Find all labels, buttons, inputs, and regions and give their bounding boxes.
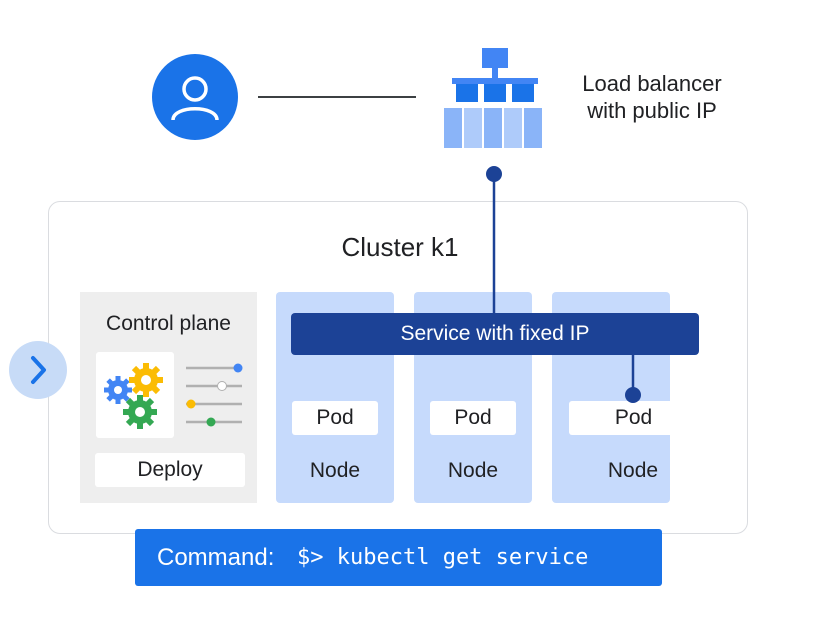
pod-1: Pod [292,401,378,435]
node-1-label: Node [309,459,361,482]
load-balancer-icon [444,48,542,148]
gears-card [96,352,174,438]
node-2-label: Node [447,459,499,482]
gears-icon [104,363,163,429]
command-label: Command: [157,544,275,571]
pod-3: Pod [569,401,698,435]
deploy-button[interactable]: Deploy [95,453,245,487]
cluster-title: Cluster k1 [341,232,459,262]
load-balancer-label-line2: with public IP [587,98,717,123]
node-3-label: Node [607,459,659,482]
user-icon [152,54,238,140]
command-code: $> kubectl get service [297,545,589,570]
next-slide-button[interactable] [9,341,67,399]
load-balancer-label: Load balancer with public IP [562,70,742,124]
pod-2: Pod [430,401,516,435]
command-bar: Command: $> kubectl get service [135,529,662,586]
chevron-right-icon [31,356,46,384]
control-plane-title: Control plane [106,312,231,335]
sliders-icon [186,363,243,427]
service-bar: Service with fixed IP [291,313,699,355]
user-to-lb-connector [258,96,416,98]
load-balancer-label-line1: Load balancer [582,71,722,96]
